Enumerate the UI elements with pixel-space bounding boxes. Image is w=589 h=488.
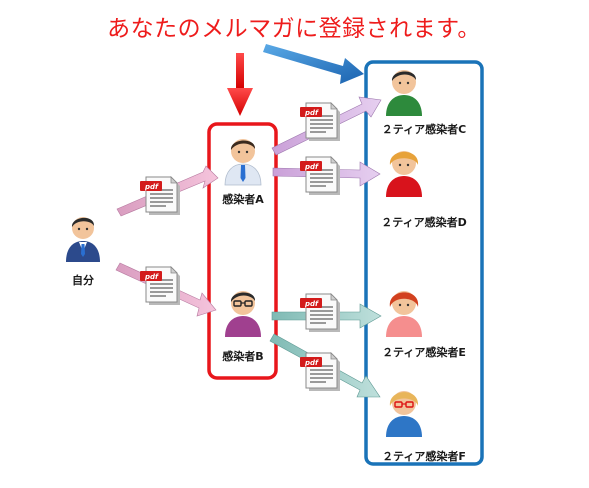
pdf-label: pdf: [144, 273, 159, 281]
green-person-icon: [386, 70, 422, 116]
tier2-d-label: ２ティア感染者D: [381, 215, 466, 229]
headline-text: あなたのメルマガに登録されます。: [107, 16, 481, 42]
pink-person-icon: [386, 291, 422, 337]
infected-b-label: 感染者B: [222, 349, 263, 363]
blue-suit-person-icon: [66, 217, 100, 262]
infected-group-box: [207, 122, 278, 380]
tier2-group-box: [364, 60, 484, 466]
pdf-icon-self-to-b: pdf: [139, 266, 181, 306]
tier2-e-label: ２ティア感染者E: [382, 345, 466, 359]
pdf-label: pdf: [304, 300, 319, 308]
red-person-icon: [386, 151, 422, 197]
tier2-c-label: ２ティア感染者C: [382, 122, 466, 136]
pdf-label: pdf: [304, 163, 319, 171]
pdf-label: pdf: [144, 183, 159, 191]
pdf-label: pdf: [304, 359, 319, 367]
pdf-icon-b-to-f: pdf: [299, 352, 341, 392]
self-label: 自分: [72, 273, 94, 287]
purple-glasses-person-icon: [225, 291, 261, 337]
pdf-icon-b-to-e: pdf: [299, 293, 341, 333]
pdf-label: pdf: [304, 109, 319, 117]
white-shirt-person-icon: [224, 139, 262, 186]
pdf-icon-a-to-c: pdf: [299, 102, 341, 142]
infected-a-label: 感染者A: [222, 192, 264, 206]
red-down-arrow: [227, 53, 253, 116]
tier2-f-label: ２ティア感染者F: [382, 449, 466, 463]
blue-glasses-person-icon: [386, 391, 422, 437]
pdf-icon-self-to-a: pdf: [139, 176, 181, 216]
blue-diagonal-arrow: [263, 44, 364, 84]
pdf-icon-a-to-d: pdf: [299, 156, 341, 196]
